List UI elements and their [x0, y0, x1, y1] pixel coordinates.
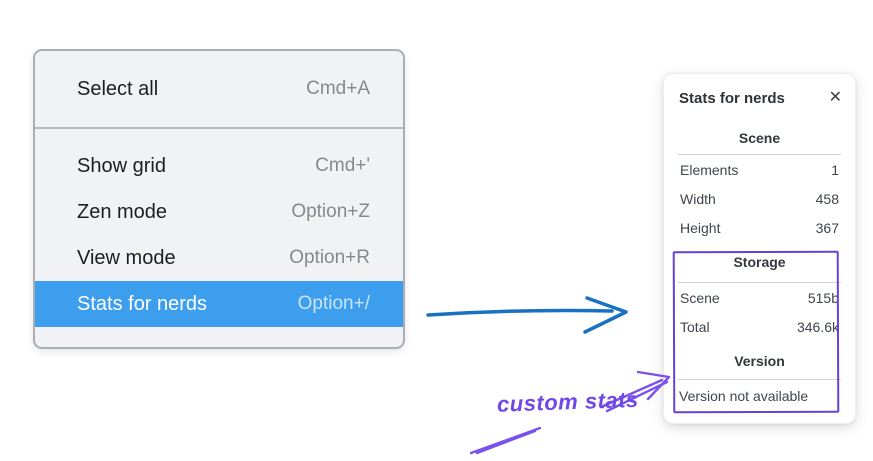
- menu-group-bottom: Show grid Cmd+' Zen mode Option+Z View m…: [35, 129, 403, 327]
- stat-label: Elements: [680, 161, 739, 178]
- menu-item-label: Select all: [77, 77, 159, 100]
- stat-label: Width: [680, 190, 716, 207]
- menu-divider: [35, 127, 403, 129]
- close-icon[interactable]: ✕: [828, 89, 842, 106]
- stat-row-scene-storage: Scene 515b: [664, 283, 855, 312]
- version-note: Version not available: [679, 388, 809, 404]
- menu-item-show-grid[interactable]: Show grid Cmd+': [35, 143, 403, 189]
- stats-panel-title: Stats for nerds: [679, 89, 785, 107]
- menu-item-label: View mode: [77, 246, 176, 269]
- menu-item-label: Stats for nerds: [77, 292, 208, 315]
- stat-label: Scene: [680, 289, 720, 306]
- stat-label: Total: [680, 318, 710, 335]
- purple-tail-line: [469, 426, 542, 455]
- stat-value: 1: [831, 161, 839, 178]
- stat-label: Height: [680, 219, 721, 236]
- stat-row-total-storage: Total 346.6k: [664, 312, 855, 341]
- stat-value: 367: [815, 219, 839, 236]
- menu-item-shortcut: Cmd+A: [306, 78, 370, 99]
- section-divider: [678, 379, 841, 380]
- section-divider: [678, 282, 841, 283]
- section-divider: [678, 154, 841, 155]
- scene-section-title: Scene: [738, 130, 781, 146]
- version-section-title: Version: [734, 353, 785, 369]
- menu-item-shortcut: Option+/: [297, 293, 370, 314]
- menu-item-label: Zen mode: [77, 200, 168, 223]
- stat-row-height: Height 367: [664, 213, 855, 242]
- menu-item-zen-mode[interactable]: Zen mode Option+Z: [35, 189, 403, 235]
- menu-item-view-mode[interactable]: View mode Option+R: [35, 235, 403, 281]
- stat-row-width: Width 458: [664, 184, 855, 213]
- menu-item-shortcut: Option+R: [289, 247, 370, 268]
- stats-panel-header: Stats for nerds ✕: [664, 86, 855, 110]
- menu-item-label: Show grid: [77, 154, 166, 177]
- stat-value: 515b: [807, 289, 839, 306]
- menu-group-top: Select all Cmd+A: [35, 51, 403, 127]
- stat-row-elements: Elements 1: [664, 155, 855, 184]
- stat-value: 458: [815, 190, 839, 207]
- stat-value: 346.6k: [796, 318, 839, 335]
- menu-item-shortcut: Option+Z: [291, 201, 370, 222]
- stats-panel: Stats for nerds ✕ Scene Elements 1 Width…: [663, 73, 856, 424]
- storage-section-title: Storage: [733, 254, 786, 270]
- menu-item-stats-for-nerds[interactable]: Stats for nerds Option+/: [35, 281, 403, 327]
- menu-item-select-all[interactable]: Select all Cmd+A: [35, 66, 403, 112]
- annotation-label: custom stats: [496, 386, 640, 417]
- menu-item-shortcut: Cmd+': [315, 155, 370, 176]
- blue-arrow: [426, 296, 628, 334]
- context-menu: Select all Cmd+A Show grid Cmd+' Zen mod…: [33, 49, 405, 349]
